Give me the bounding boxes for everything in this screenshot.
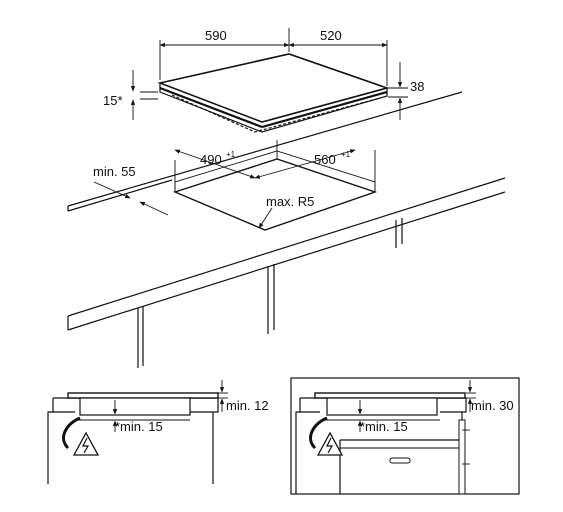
- worktop-illustration: [67, 91, 506, 368]
- edge-distance-label: min. 55: [93, 164, 136, 179]
- left-top-gap-dimension: min. 12: [218, 380, 269, 413]
- cutout-width-label: 490: [200, 152, 222, 167]
- right-under-gap-dimension: *min. 15: [357, 400, 408, 434]
- hob-depth-dimension: 520: [288, 28, 388, 86]
- left-under-gap-label: *min. 15: [115, 419, 163, 434]
- left-under-gap-dimension: *min. 15: [112, 400, 163, 434]
- left-detail-illustration: [47, 392, 219, 484]
- left-warning-icon: [72, 431, 100, 456]
- right-detail-illustration: [290, 377, 520, 495]
- hob-width-label: 590: [205, 28, 227, 43]
- hob-height-label: 38: [410, 79, 424, 94]
- hob-depth-label: 520: [320, 28, 342, 43]
- edge-distance-dimension: min. 55: [93, 164, 169, 216]
- cutout-width-dimension: 490 +1: [174, 149, 256, 179]
- right-top-gap-dimension: min. 30: [466, 380, 514, 413]
- hob-illustration: [157, 53, 390, 133]
- corner-radius-dimension: max. R5: [258, 194, 314, 229]
- cutout-depth-label: 560: [314, 152, 336, 167]
- hob-edge-label: 15*: [103, 93, 123, 108]
- right-top-gap-label: min. 30: [471, 398, 514, 413]
- right-under-gap-label: *min. 15: [360, 419, 408, 434]
- cutout-width-tolerance: +1: [226, 150, 236, 159]
- left-top-gap-label: min. 12: [226, 398, 269, 413]
- cutout-depth-dimension: 560 +1: [254, 149, 356, 179]
- hob-edge-dimension: 15*: [103, 70, 158, 120]
- cutout-depth-tolerance: +1: [341, 150, 351, 159]
- hob-width-dimension: 590: [159, 28, 290, 80]
- corner-radius-label: max. R5: [266, 194, 314, 209]
- hob-height-dimension: 38: [388, 62, 424, 120]
- right-warning-icon: [316, 431, 344, 456]
